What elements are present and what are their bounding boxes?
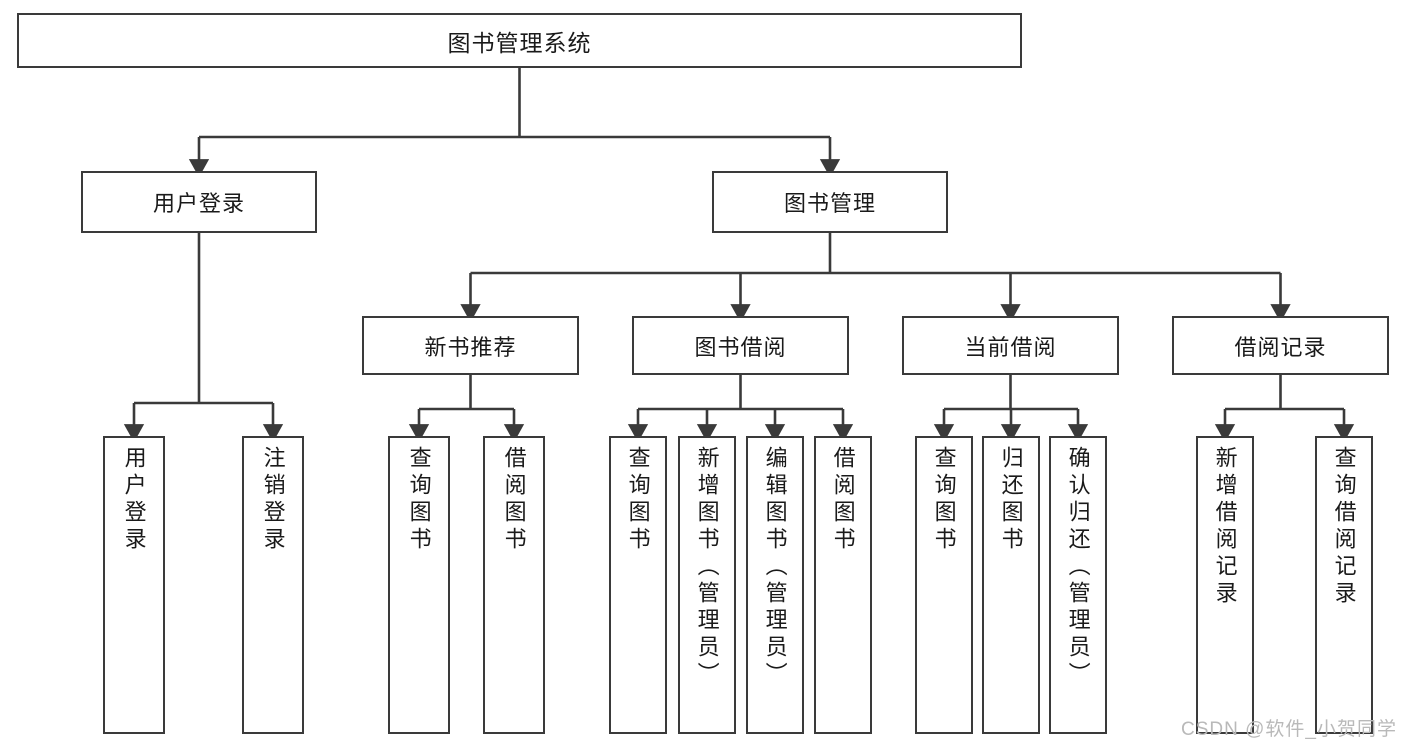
node-leaf-11[interactable]: 确认归还（管理员） [1049, 436, 1107, 734]
node-leaf-8[interactable]: 借阅图书 [814, 436, 872, 734]
node-level3-3[interactable]: 当前借阅 [902, 316, 1119, 375]
node-leaf-label: 新增借阅记录 [1212, 446, 1238, 608]
node-level2-label: 用户登录 [152, 191, 245, 216]
node-leaf-label: 新增图书（管理员） [694, 446, 720, 689]
node-leaf-12[interactable]: 新增借阅记录 [1196, 436, 1254, 734]
node-level3-1[interactable]: 新书推荐 [362, 316, 579, 375]
node-leaf-label: 查询图书 [625, 446, 651, 554]
node-level3-label: 借阅记录 [1234, 334, 1327, 360]
node-leaf-label: 确认归还（管理员） [1065, 446, 1091, 689]
watermark: CSDN @软件_小贺同学 [1181, 719, 1397, 740]
node-leaf-6[interactable]: 新增图书（管理员） [678, 436, 736, 734]
node-leaf-label: 查询图书 [931, 446, 957, 554]
node-level3-2[interactable]: 图书借阅 [632, 316, 849, 375]
node-leaf-5[interactable]: 查询图书 [609, 436, 667, 734]
node-leaf-label: 查询借阅记录 [1331, 446, 1357, 608]
node-leaf-10[interactable]: 归还图书 [982, 436, 1040, 734]
node-level2-2[interactable]: 图书管理 [712, 171, 948, 233]
node-leaf-label: 用户登录 [121, 446, 147, 554]
node-leaf-label: 注销登录 [260, 446, 286, 554]
node-level3-label: 新书推荐 [424, 334, 517, 360]
node-leaf-4[interactable]: 借阅图书 [483, 436, 545, 734]
node-level2-1[interactable]: 用户登录 [81, 171, 317, 233]
node-root-label: 图书管理系统 [447, 29, 592, 56]
node-root[interactable]: 图书管理系统 [17, 13, 1022, 68]
node-leaf-label: 编辑图书（管理员） [762, 446, 788, 689]
node-level3-label: 当前借阅 [964, 334, 1057, 360]
node-level3-4[interactable]: 借阅记录 [1172, 316, 1389, 375]
node-leaf-13[interactable]: 查询借阅记录 [1315, 436, 1373, 734]
node-leaf-label: 查询图书 [406, 446, 432, 554]
node-leaf-label: 归还图书 [998, 446, 1024, 554]
node-leaf-label: 借阅图书 [830, 446, 856, 554]
node-leaf-2[interactable]: 注销登录 [242, 436, 304, 734]
node-leaf-1[interactable]: 用户登录 [103, 436, 165, 734]
node-leaf-3[interactable]: 查询图书 [388, 436, 450, 734]
node-level2-label: 图书管理 [783, 191, 876, 216]
node-leaf-9[interactable]: 查询图书 [915, 436, 973, 734]
node-leaf-label: 借阅图书 [501, 446, 527, 554]
node-leaf-7[interactable]: 编辑图书（管理员） [746, 436, 804, 734]
node-level3-label: 图书借阅 [694, 334, 787, 360]
